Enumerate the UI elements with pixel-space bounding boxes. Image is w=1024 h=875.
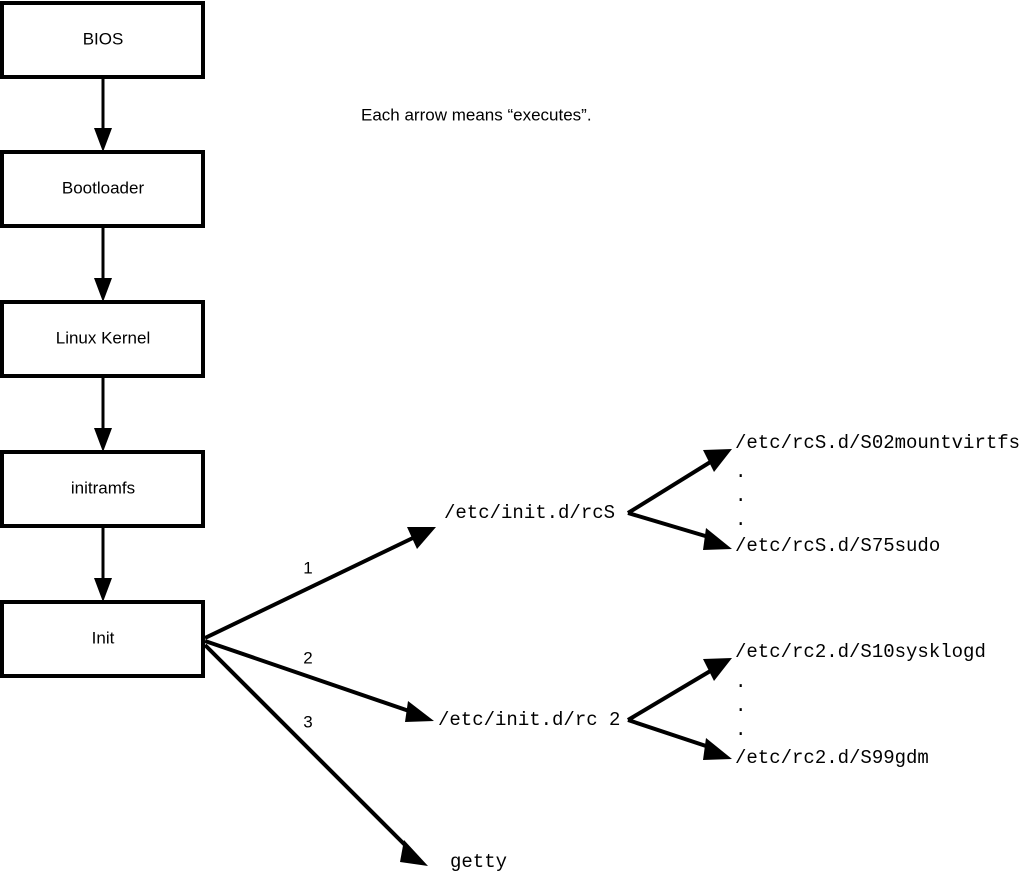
node-label-rc2-first-script: /etc/rc2.d/S10sysklogd [735, 641, 986, 663]
box-label-init: Init [92, 628, 115, 647]
ellipsis-dot-rc2-3: . [735, 719, 746, 741]
arrow-bios-to-bootloader [94, 77, 112, 152]
arrow-bootloader-to-linux-kernel [94, 226, 112, 302]
boot-chain-box-initramfs: initramfs [0, 450, 205, 528]
edge-number-3: 3 [303, 712, 312, 731]
box-outline-initramfs [0, 450, 205, 528]
arrow-linux-kernel-to-initramfs [94, 376, 112, 452]
ellipsis-dot-rc2-1: . [735, 671, 746, 693]
ellipsis-dot-rcs-1: . [735, 461, 746, 483]
box-label-initramfs: initramfs [71, 478, 135, 497]
node-label-rcs-last-script: /etc/rcS.d/S75sudo [735, 535, 940, 557]
arrow-rcs-to-s75sudo [627, 511, 732, 550]
arrow-init-to-getty [203, 643, 428, 866]
box-outline-bios [0, 1, 205, 79]
arrow-init-to-rc2 [204, 639, 434, 722]
arrow-init-to-rcs [204, 527, 436, 640]
boot-chain-box-linux-kernel: Linux Kernel [0, 300, 205, 378]
node-label-rcs-first-script: /etc/rcS.d/S02mountvirtfs [735, 432, 1020, 454]
box-outline-init [0, 600, 205, 678]
arrow-rc2-to-s10sysklogd [626, 658, 732, 722]
boot-chain-box-bootloader: Bootloader [0, 150, 205, 228]
arrow-rcs-to-s02mountvirtfs [626, 449, 732, 515]
node-label-getty: getty [450, 851, 507, 873]
arrow-rc2-to-s99gdm [627, 718, 732, 760]
edge-number-2: 2 [303, 648, 312, 667]
box-label-bootloader: Bootloader [62, 178, 145, 197]
node-label-init-d-rcs: /etc/init.d/rcS [444, 502, 615, 524]
boot-chain-box-bios: BIOS [0, 1, 205, 79]
ellipsis-dot-rcs-2: . [735, 485, 746, 507]
arrow-initramfs-to-init [94, 526, 112, 602]
boot-chain-box-init: Init [0, 600, 205, 678]
ellipsis-dot-rcs-3: . [735, 509, 746, 531]
node-label-rc2-last-script: /etc/rc2.d/S99gdm [735, 747, 929, 769]
edge-number-1: 1 [303, 558, 312, 577]
legend-note: Each arrow means “executes”. [361, 105, 592, 124]
node-label-init-d-rc2: /etc/init.d/rc 2 [438, 709, 620, 731]
ellipsis-dot-rc2-2: . [735, 695, 746, 717]
box-label-linux-kernel: Linux Kernel [56, 328, 151, 347]
box-label-bios: BIOS [83, 29, 124, 48]
